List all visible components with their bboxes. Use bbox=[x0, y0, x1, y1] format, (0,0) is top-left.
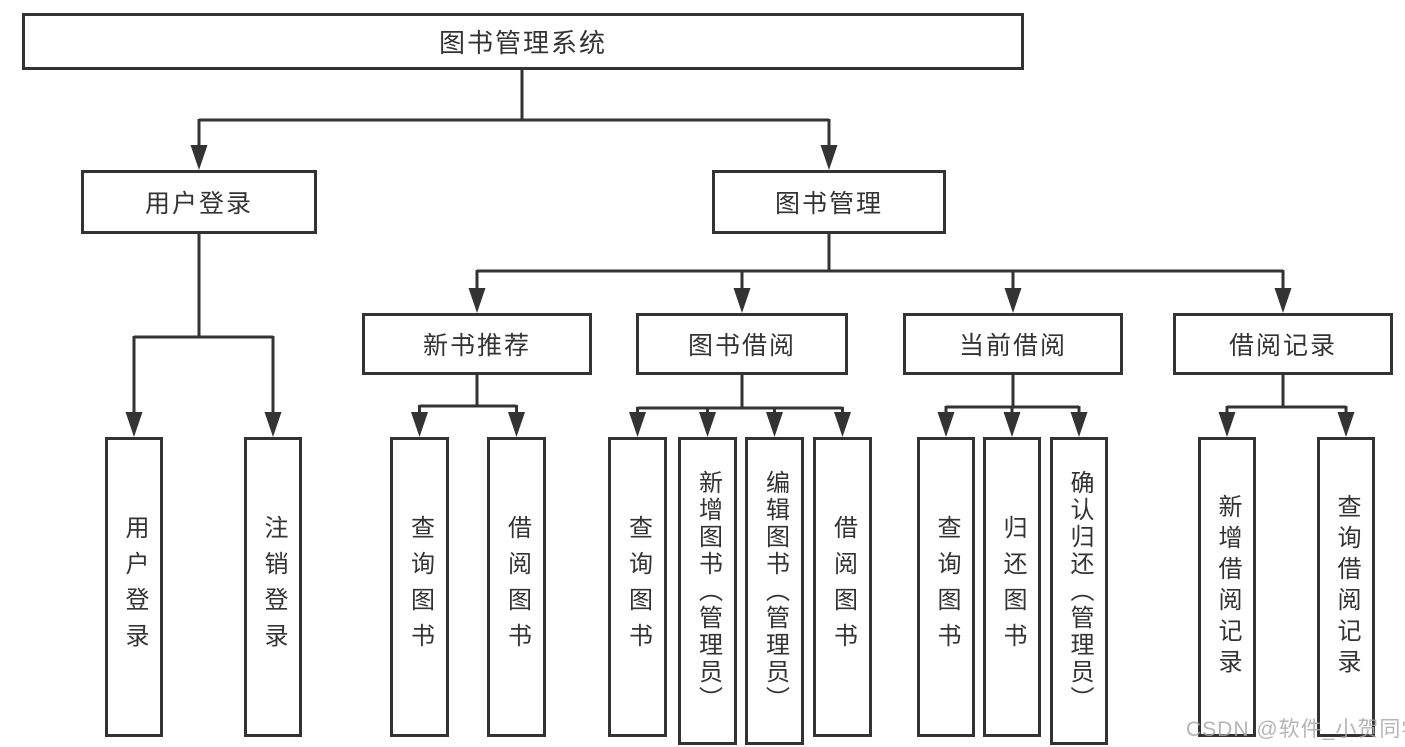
leaf-bb-add-books-admin: 新增图书（管理员） bbox=[678, 437, 737, 745]
node-borrow-records-label: 借阅记录 bbox=[1228, 332, 1337, 360]
node-new-book-recommend: 新书推荐 bbox=[362, 313, 592, 375]
watermark: CSDN @软件_小贺同学 bbox=[1186, 718, 1405, 741]
leaf-br-query-record-label: 查询借阅记录 bbox=[1333, 494, 1360, 680]
leaf-bb-query-books-label: 查询图书 bbox=[624, 515, 652, 659]
leaf-user-login-label: 用户登录 bbox=[121, 515, 148, 659]
leaf-bb-edit-books-admin-label: 编辑图书（管理员） bbox=[761, 469, 789, 713]
node-new-book-recommend-label: 新书推荐 bbox=[422, 332, 531, 360]
leaf-cb-query-books-label: 查询图书 bbox=[933, 515, 960, 659]
node-user-login-label: 用户登录 bbox=[144, 190, 253, 218]
leaf-bb-query-books: 查询图书 bbox=[608, 437, 667, 737]
node-root: 图书管理系统 bbox=[22, 13, 1024, 70]
leaf-logout-label: 注销登录 bbox=[260, 515, 287, 659]
leaf-br-add-record-label: 新增借阅记录 bbox=[1214, 494, 1241, 680]
leaf-nb-borrow-books: 借阅图书 bbox=[487, 437, 546, 737]
leaf-br-add-record: 新增借阅记录 bbox=[1198, 437, 1256, 737]
leaf-logout: 注销登录 bbox=[244, 437, 302, 737]
node-user-login: 用户登录 bbox=[81, 170, 317, 234]
leaf-cb-query-books: 查询图书 bbox=[917, 437, 975, 737]
leaf-br-query-record: 查询借阅记录 bbox=[1317, 437, 1375, 737]
node-book-borrowing: 图书借阅 bbox=[636, 313, 848, 375]
leaf-cb-confirm-return-admin-label: 确认归还（管理员） bbox=[1066, 469, 1093, 713]
leaf-cb-return-books: 归还图书 bbox=[983, 437, 1041, 737]
leaf-nb-query-books-label: 查询图书 bbox=[406, 515, 434, 659]
leaf-bb-edit-books-admin: 编辑图书（管理员） bbox=[745, 437, 804, 745]
leaf-bb-add-books-admin-label: 新增图书（管理员） bbox=[694, 469, 722, 713]
leaf-nb-borrow-books-label: 借阅图书 bbox=[503, 515, 531, 659]
leaf-cb-confirm-return-admin: 确认归还（管理员） bbox=[1050, 437, 1108, 745]
leaf-bb-borrow-books: 借阅图书 bbox=[813, 437, 872, 737]
leaf-nb-query-books: 查询图书 bbox=[390, 437, 449, 737]
node-borrow-records: 借阅记录 bbox=[1173, 313, 1393, 375]
node-root-label: 图书管理系统 bbox=[438, 28, 607, 58]
leaf-user-login: 用户登录 bbox=[105, 437, 163, 737]
node-book-management-label: 图书管理 bbox=[774, 190, 883, 218]
node-current-borrowing: 当前借阅 bbox=[903, 313, 1123, 375]
node-book-borrowing-label: 图书借阅 bbox=[687, 332, 796, 360]
leaf-bb-borrow-books-label: 借阅图书 bbox=[829, 515, 857, 659]
node-current-borrowing-label: 当前借阅 bbox=[958, 332, 1067, 360]
leaf-cb-return-books-label: 归还图书 bbox=[999, 515, 1026, 659]
node-book-management: 图书管理 bbox=[712, 170, 946, 234]
